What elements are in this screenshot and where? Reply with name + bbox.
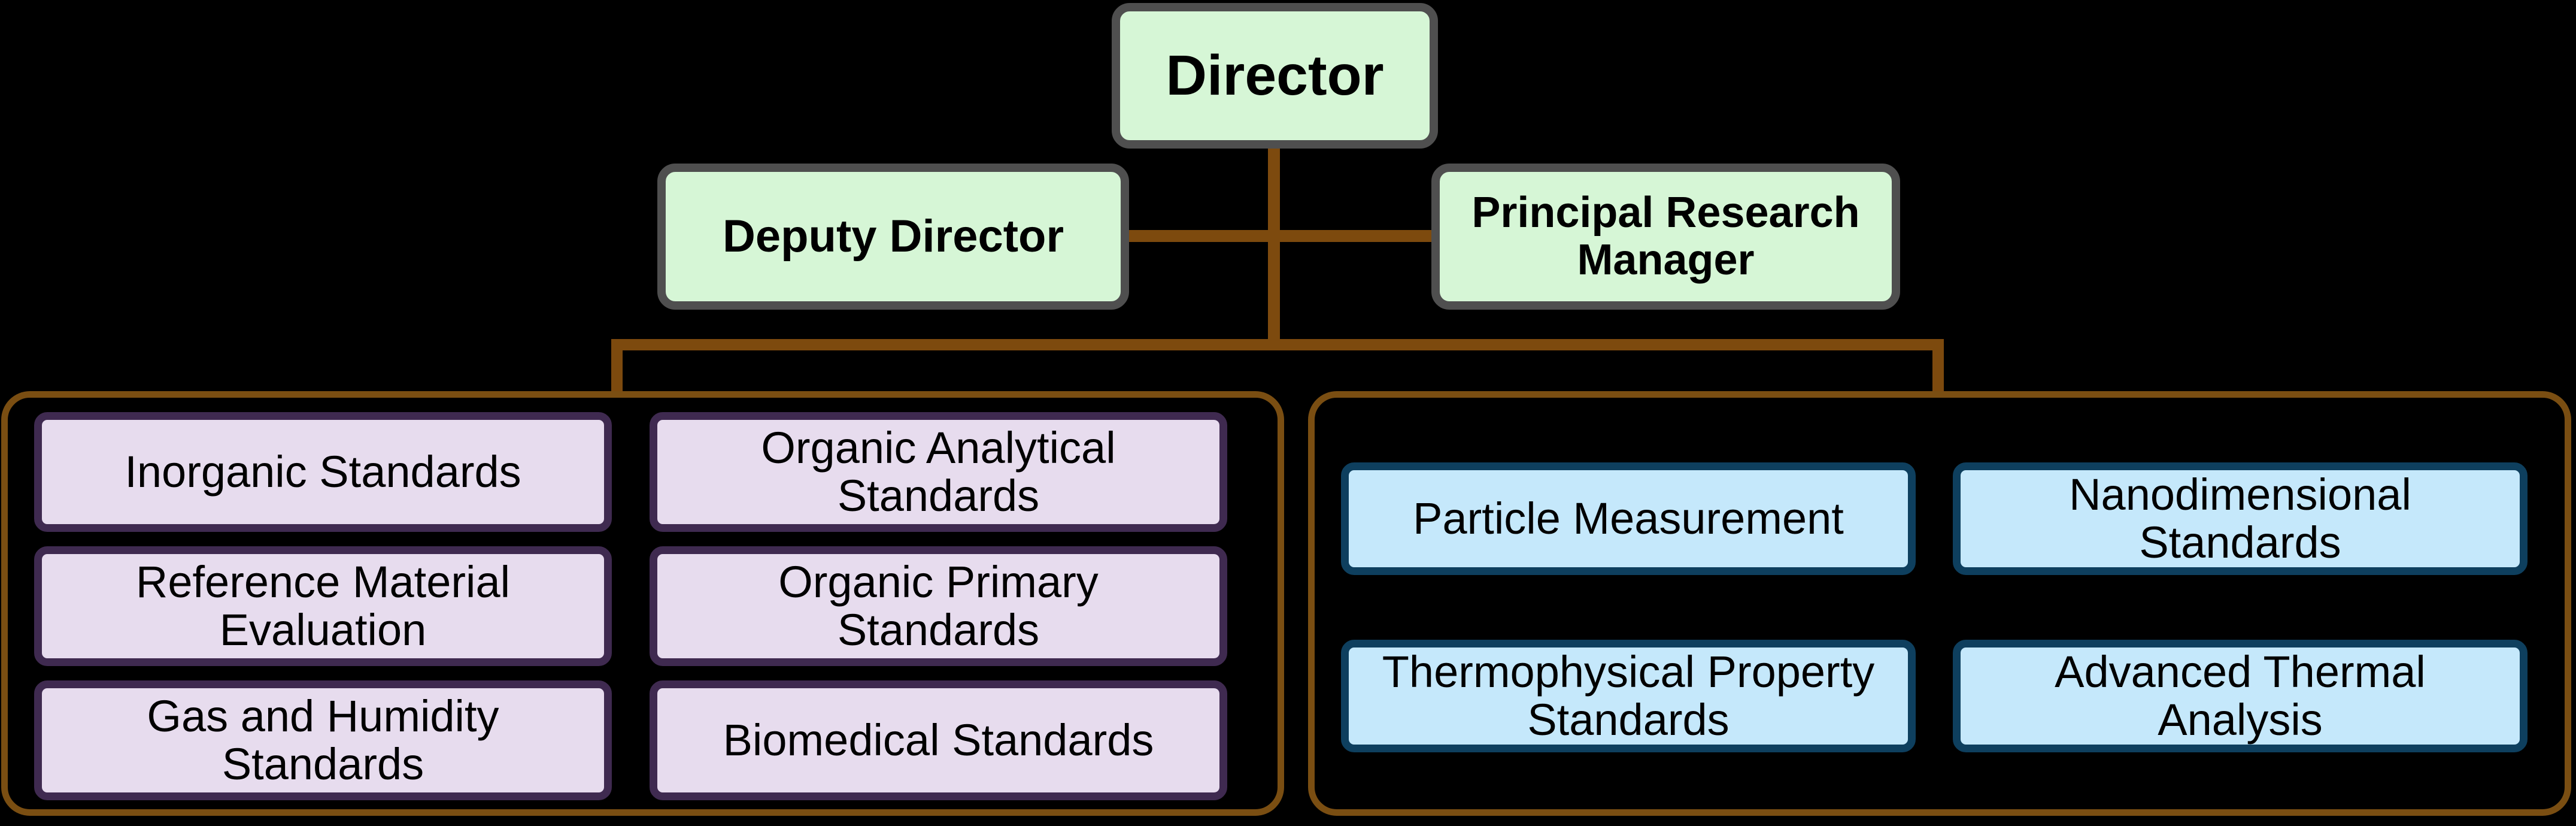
deputy-director-node: Deputy Director: [657, 164, 1129, 310]
node-label: Nanodimensional Standards: [2069, 470, 2411, 567]
node-label: Particle Measurement: [1413, 494, 1844, 544]
left-division-group: [1, 391, 1284, 816]
node-label: Advanced Thermal Analysis: [2055, 647, 2426, 745]
node-label: Organic Analytical Standards: [761, 423, 1116, 521]
connector-director-stem: [1268, 149, 1280, 350]
node-label: Organic Primary Standards: [778, 557, 1099, 655]
node-label: Thermophysical Property Standards: [1382, 647, 1875, 745]
node-reference-material-evaluation: Reference Material Evaluation: [34, 546, 612, 666]
node-organic-primary-standards: Organic Primary Standards: [650, 546, 1227, 666]
node-label: Reference Material Evaluation: [135, 557, 511, 655]
connector-left-group-stub: [611, 339, 623, 396]
right-division-group: [1308, 391, 2571, 816]
deputy-director-label: Deputy Director: [722, 211, 1064, 262]
principal-research-manager-label: Principal Research Manager: [1471, 188, 1860, 284]
connector-right-group-stub: [1932, 339, 1944, 396]
node-biomedical-standards: Biomedical Standards: [650, 680, 1227, 800]
node-particle-measurement: Particle Measurement: [1341, 462, 1916, 575]
principal-research-manager-node: Principal Research Manager: [1431, 164, 1900, 310]
node-label: Biomedical Standards: [723, 715, 1154, 766]
node-label: Inorganic Standards: [125, 447, 521, 497]
connector-deputy-to-prm: [1129, 230, 1431, 242]
node-thermophysical-property-standards: Thermophysical Property Standards: [1341, 640, 1916, 752]
node-gas-and-humidity-standards: Gas and Humidity Standards: [34, 680, 612, 800]
director-label: Director: [1166, 44, 1384, 108]
node-organic-analytical-standards: Organic Analytical Standards: [650, 412, 1227, 532]
node-label: Gas and Humidity Standards: [147, 691, 499, 789]
node-nanodimensional-standards: Nanodimensional Standards: [1953, 462, 2528, 575]
node-inorganic-standards: Inorganic Standards: [34, 412, 612, 532]
director-node: Director: [1112, 3, 1438, 149]
connector-horizontal-span: [611, 339, 1944, 350]
node-advanced-thermal-analysis: Advanced Thermal Analysis: [1953, 640, 2528, 752]
